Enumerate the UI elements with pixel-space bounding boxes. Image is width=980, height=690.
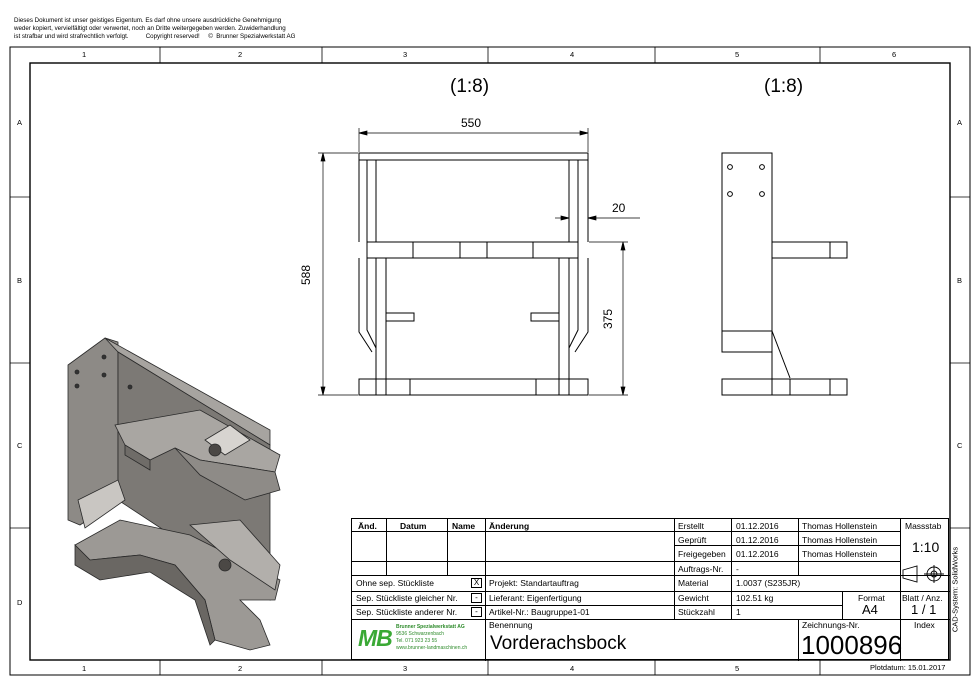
col-label-3: 3 [403,50,408,59]
lieferant-field: Lieferant: Eigenfertigung [489,593,582,603]
projekt-field: Projekt: Standartauftrag [489,578,579,588]
col-label-5: 5 [735,50,740,59]
front-view [358,152,589,396]
side-view-scale: (1:8) [764,76,804,97]
benennung-value: Vorderachsbock [490,633,627,654]
rev-header-aenderung: Änderung [489,521,530,531]
dim-width: 550 [461,116,482,130]
parts-list-label-ohne: Ohne sep. Stückliste [356,578,434,588]
parts-list-label-gleich: Sep. Stückliste gleicher Nr. [356,593,458,603]
blatt-value: 1 / 1 [911,602,937,617]
approval-name-freigegeben: Thomas Hollenstein [802,549,878,559]
zeichnungsnr-label: Zeichnungs-Nr. [802,620,860,630]
company-info: Brunner Spezialwerkstatt AG 9536 Schwarz… [396,624,468,651]
cad-system-label: CAD-System: SolidWorks [950,546,960,633]
zeichnungsnr-value: 1000896 [801,630,903,660]
col-label-4-bottom: 4 [570,664,575,673]
artikel-field: Artikel-Nr.: Baugruppe1-01 [489,607,590,617]
row-label-a: A [17,118,23,127]
blatt-label: Blatt / Anz. [902,593,943,603]
format-label: Format [858,593,885,603]
row-label-c: C [17,441,23,450]
dim-lower: 375 [601,308,616,330]
auftrags-label: Auftrags-Nr. [678,564,724,574]
company-logo: MB Brunner Spezialwerkstatt AG 9536 Schw… [358,623,488,659]
inner-frame [29,62,951,661]
plotdatum: Plotdatum: 15.01.2017 [870,663,946,672]
rev-header-aend: Änd. [358,521,377,531]
dim-thickness: 20 [612,201,626,215]
auftrags-value: - [736,564,739,574]
approval-date-freigegeben: 01.12.2016 [736,549,779,559]
approval-date-geprueft: 01.12.2016 [736,535,779,545]
approval-name-erstellt: Thomas Hollenstein [802,521,878,531]
rev-header-datum: Datum [400,521,427,531]
rev-header-name: Name [452,521,476,531]
row-label-c-right: C [957,441,963,450]
approval-date-erstellt: 01.12.2016 [736,521,779,531]
front-dimensions [318,128,640,396]
col-label-6: 6 [892,50,897,59]
zone-ticks [10,47,970,675]
format-value: A4 [862,602,878,617]
logo-mark: MB [358,625,393,651]
parts-list-mark-ohne: X [471,578,482,588]
isometric-view [67,337,281,651]
outer-frame [9,46,971,676]
row-label-d: D [17,598,23,607]
dim-height: 588 [299,264,314,286]
stueckzahl-label: Stückzahl [678,607,715,617]
gewicht-value: 102.51 kg [736,593,774,603]
col-label-1: 1 [82,50,87,59]
title-block: Änd. Datum Name Änderung Erstellt 01.12.… [351,518,950,661]
col-label-4: 4 [570,50,575,59]
material-label: Material [678,578,709,588]
approval-label-erstellt: Erstellt [678,521,704,531]
gewicht-label: Gewicht [678,593,709,603]
col-label-2: 2 [238,50,243,59]
copyright-notice: Dieses Dokument ist unser geistiges Eige… [14,17,296,40]
row-label-a-right: A [957,118,963,127]
col-label-3-bottom: 3 [403,664,408,673]
approval-name-geprueft: Thomas Hollenstein [802,535,878,545]
massstab-label: Massstab [905,521,942,531]
stueckzahl-value: 1 [736,607,741,617]
col-label-5-bottom: 5 [735,664,740,673]
parts-list-label-anders: Sep. Stückliste anderer Nr. [356,607,458,617]
benennung-label: Benennung [489,620,533,630]
side-view [721,152,848,396]
approval-label-geprueft: Geprüft [678,535,707,545]
row-label-b-right: B [957,276,963,285]
col-label-2-bottom: 2 [238,664,243,673]
row-label-b: B [17,276,23,285]
front-view-scale: (1:8) [450,76,490,97]
parts-list-mark-anders: - [471,607,482,617]
approval-label-freigegeben: Freigegeben [678,549,726,559]
parts-list-mark-gleich: - [471,593,482,603]
col-label-1-bottom: 1 [82,664,87,673]
massstab-value: 1:10 [912,539,940,555]
material-value: 1.0037 (S235JR) [736,578,801,588]
index-label: Index [914,620,935,630]
